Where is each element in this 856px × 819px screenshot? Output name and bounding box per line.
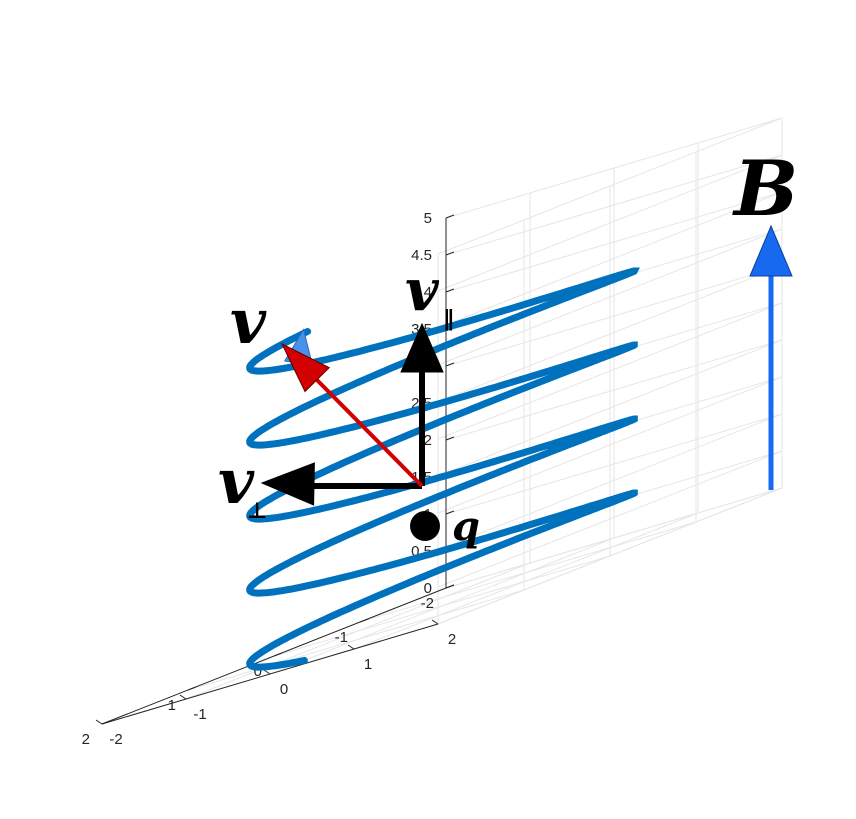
grid-line xyxy=(437,117,783,255)
v-parallel-subscript: ∥ xyxy=(443,307,454,332)
z-tick-label: 4 xyxy=(424,284,432,301)
grid-line xyxy=(445,265,783,367)
x-tick-label: 1 xyxy=(168,697,176,714)
y-tick-mark xyxy=(179,694,187,700)
grid-line xyxy=(437,339,783,477)
vectors xyxy=(260,224,793,541)
y-tick-mark xyxy=(347,644,355,650)
y-tick-label: 1 xyxy=(364,656,372,673)
v-perp-subscript: ⊥ xyxy=(247,499,267,524)
grid-line xyxy=(445,154,783,256)
field-label: B xyxy=(732,144,798,233)
v-label: v xyxy=(230,285,267,358)
grid-line xyxy=(353,512,699,650)
z-tick-mark xyxy=(445,251,455,256)
y-tick-mark xyxy=(95,719,103,725)
helix-trajectory xyxy=(246,267,640,671)
z-tick-label: 0 xyxy=(424,580,432,597)
helix-line xyxy=(246,267,640,671)
grid-line xyxy=(437,265,783,403)
v-shaft xyxy=(313,376,424,488)
grid-line xyxy=(437,228,783,366)
grid-line xyxy=(445,339,783,441)
z-tick-label: 4.5 xyxy=(411,247,432,264)
v-perp-label: v xyxy=(218,445,255,518)
y-tick-label: -1 xyxy=(193,706,206,723)
v-perp-arrowhead xyxy=(260,462,315,506)
grid-line xyxy=(437,191,783,329)
x-tick-label: -1 xyxy=(335,629,348,646)
grid-line xyxy=(269,537,615,675)
x-tick-label: 0 xyxy=(254,663,262,680)
grid-line xyxy=(185,562,531,700)
x-tick-mark xyxy=(359,618,369,623)
v-arrowhead xyxy=(280,342,331,393)
x-tick-label: 2 xyxy=(82,731,90,748)
charge-label: q xyxy=(452,503,480,550)
y-tick-mark xyxy=(263,669,271,675)
grid-line xyxy=(437,376,783,514)
x-tick-mark xyxy=(187,686,197,691)
x-tick-mark xyxy=(273,652,283,657)
z-tick-label: 5 xyxy=(424,210,432,227)
grid-line xyxy=(445,413,783,515)
y-tick-label: 2 xyxy=(448,631,456,648)
y-tick-mark xyxy=(431,619,439,625)
grid-line xyxy=(437,450,783,588)
b-field-arrowhead xyxy=(749,224,793,277)
z-tick-mark xyxy=(445,436,455,441)
z-tick-mark xyxy=(445,362,455,367)
grid-line xyxy=(437,154,783,292)
x-tick-mark xyxy=(445,584,455,589)
y-tick-label: 0 xyxy=(280,681,288,698)
grid-line xyxy=(437,487,783,625)
z-tick-label: 2 xyxy=(424,432,432,449)
grid-line xyxy=(445,117,783,219)
z-tick-mark xyxy=(445,214,455,219)
x-tick-label: -2 xyxy=(421,595,434,612)
charge-dot xyxy=(410,511,440,541)
v-parallel-label: v xyxy=(405,256,440,324)
v-parallel-arrowhead xyxy=(400,322,444,373)
z-tick-mark xyxy=(445,510,455,515)
grid-line xyxy=(445,487,783,589)
x-tick-mark xyxy=(101,720,111,725)
grid-line xyxy=(445,191,783,293)
grid-line xyxy=(437,302,783,440)
grid-line xyxy=(437,413,783,551)
y-tick-label: -2 xyxy=(109,731,122,748)
z-tick-mark xyxy=(445,288,455,293)
